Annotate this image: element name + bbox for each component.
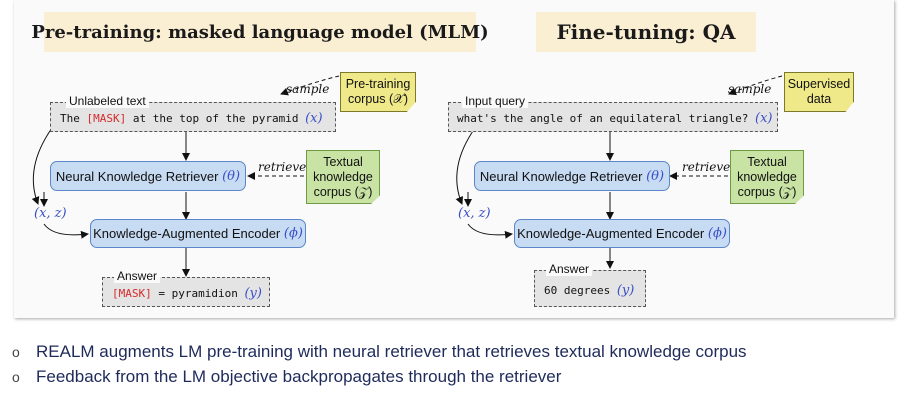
answer-text-right: 60 degrees [544, 284, 617, 297]
knowledge-augmented-encoder-right: Knowledge-Augmented Encoder (ϕ) [514, 219, 730, 248]
unlabeled-text-box [50, 102, 336, 132]
bullet-text: Feedback from the LM objective backpropa… [36, 367, 562, 386]
unlabeled-text-label: Unlabeled text [66, 94, 149, 108]
retrieve-label-right: retrieve [682, 160, 731, 174]
theta-variable: (θ) [222, 168, 241, 184]
textual-knowledge-corpus-note-right: Textual knowledge corpus (𝒵) [730, 150, 804, 204]
knowledge-line-3-right: corpus (𝒵) [737, 184, 797, 199]
answer-mask-token: [MASK] [112, 287, 152, 300]
knowledge-augmented-encoder: Knowledge-Augmented Encoder (ϕ) [90, 219, 306, 248]
retriever-label: Neural Knowledge Retriever [55, 168, 219, 184]
bullet-item: o Feedback from the LM objective backprop… [12, 367, 561, 387]
data-line-1: Supervised [787, 77, 851, 91]
mask-token: [MASK] [86, 112, 127, 125]
corpus-line-1: Pre-training [345, 77, 411, 91]
query-text: what's the angle of an equilateral trian… [457, 112, 756, 125]
bullet-marker: o [12, 369, 20, 385]
input-pre: The [60, 112, 87, 125]
neural-knowledge-retriever-right: Neural Knowledge Retriever (θ) [474, 161, 670, 191]
input-query-label: Input query [462, 94, 529, 108]
xz-variable-right: (x, z) [458, 206, 491, 221]
answer-box [102, 277, 270, 307]
retriever-label-right: Neural Knowledge Retriever [479, 168, 643, 184]
encoder-label-right: Knowledge-Augmented Encoder [517, 226, 705, 241]
encoder-label: Knowledge-Augmented Encoder [93, 226, 281, 241]
bullet-marker: o [12, 344, 20, 360]
theta-variable-right: (θ) [646, 168, 665, 184]
data-line-2: data [806, 92, 832, 106]
neural-knowledge-retriever: Neural Knowledge Retriever (θ) [50, 161, 246, 191]
phi-variable-right: (ϕ) [707, 226, 727, 241]
xz-variable: (x, z) [34, 206, 67, 221]
connector-arrows [31, 75, 783, 277]
bullet-text: REALM augments LM pre-training with neur… [36, 342, 747, 361]
knowledge-line-3: corpus (𝒵) [313, 184, 373, 199]
unlabeled-text-content: The [MASK] at the top of the pyramid (x) [60, 111, 323, 126]
x-variable-right: (x) [755, 111, 773, 126]
knowledge-line-2: knowledge [313, 169, 373, 184]
sample-label: sample [286, 82, 330, 96]
supervised-data-note: Supervised data [784, 72, 854, 112]
pretraining-corpus-note: Pre-training corpus (𝒳) [340, 72, 416, 112]
answer-label-right: Answer [546, 262, 593, 276]
answer-content: [MASK] = pyramidion (y) [112, 286, 262, 301]
answer-label: Answer [114, 269, 161, 283]
input-post: at the top of the pyramid [126, 112, 306, 125]
sample-label-right: sample [728, 82, 772, 96]
retrieve-label: retrieve [258, 160, 307, 174]
phi-variable: (ϕ) [283, 226, 303, 241]
input-query-content: what's the angle of an equilateral trian… [457, 111, 773, 126]
textual-knowledge-corpus-note: Textual knowledge corpus (𝒵) [306, 150, 380, 204]
finetuning-title: Fine-tuning: QA [536, 12, 756, 52]
answer-content-right: 60 degrees (y) [544, 283, 634, 298]
y-variable-right: (y) [616, 283, 635, 298]
bullet-item: o REALM augments LM pre-training with neu… [12, 342, 747, 362]
corpus-line-2: corpus (𝒳) [347, 92, 409, 106]
knowledge-line-2-right: knowledge [737, 169, 797, 184]
answer-text: = pyramidion [151, 287, 245, 300]
x-variable: (x) [305, 111, 323, 126]
knowledge-line-1-right: Textual [747, 154, 787, 169]
pretraining-title: Pre-training: masked language model (MLM… [31, 12, 489, 52]
y-variable: (y) [244, 286, 262, 301]
diagram-panel: Pre-training: masked language model (MLM… [14, 0, 894, 318]
knowledge-line-1: Textual [323, 154, 363, 169]
